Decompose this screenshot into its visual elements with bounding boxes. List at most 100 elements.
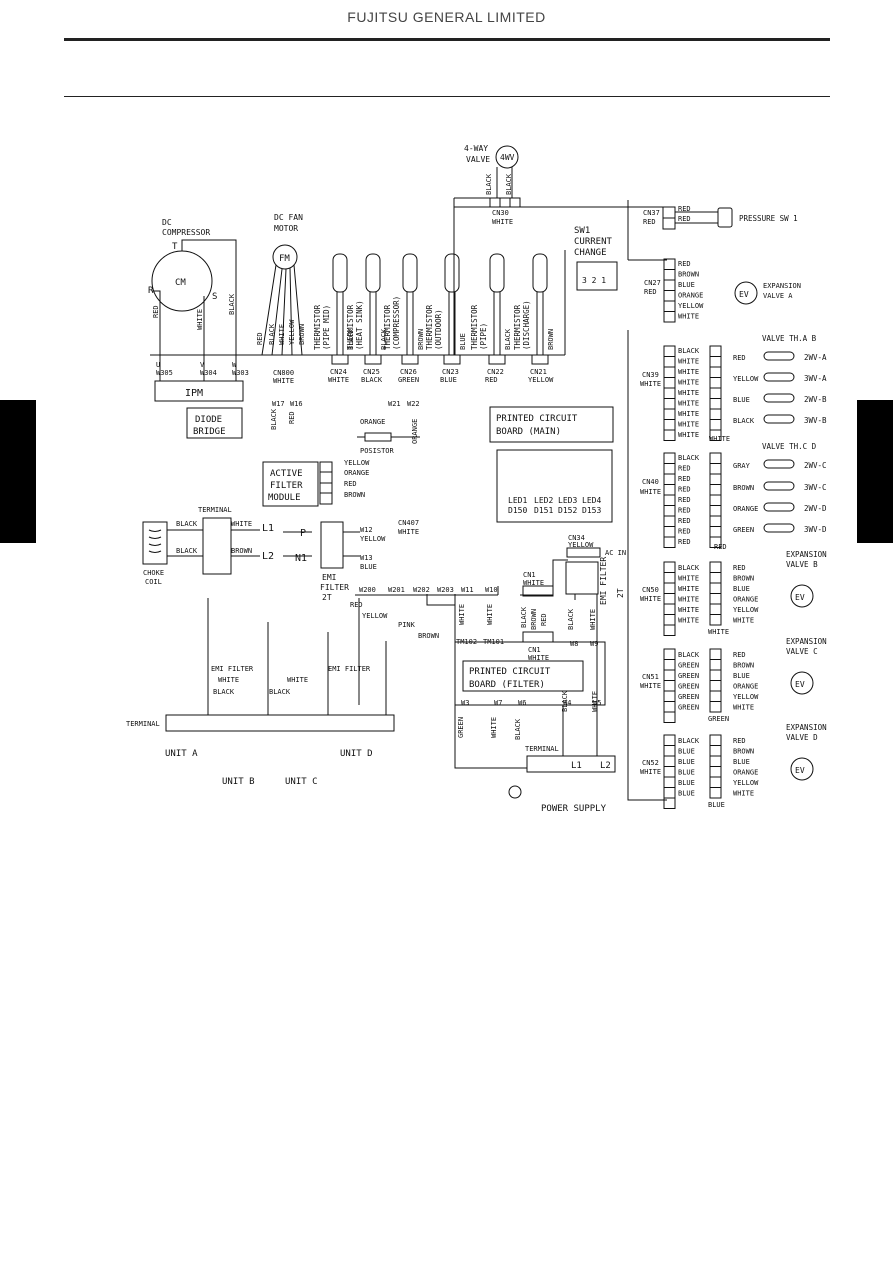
label-yellow: YELLOW: [528, 376, 554, 384]
label-white: WHITE: [640, 488, 661, 496]
label-s: S: [212, 292, 217, 302]
label-emi_filter: EMI FILTER: [211, 665, 254, 673]
label-white: WHITE: [218, 676, 239, 684]
label-blue: BLUE: [678, 758, 695, 766]
4way-valve-symbol: [495, 145, 519, 169]
label-white: WHITE: [678, 596, 699, 604]
label-blue: BLUE: [360, 563, 377, 571]
label-white: WHITE: [678, 431, 699, 439]
thermistor-lead: [406, 292, 414, 355]
label-white: WHITE: [678, 421, 699, 429]
thermistor-connector: [443, 354, 461, 365]
label-l1: L1: [571, 761, 582, 771]
label-w6: W6: [518, 699, 526, 707]
label-w8: W8: [570, 640, 578, 648]
label-green: GREEN: [678, 672, 699, 680]
label-unit_d: UNIT D: [340, 749, 373, 759]
label-valve_c: VALVE C: [786, 647, 818, 656]
label-red: RED: [678, 465, 691, 473]
label-brown: BROWN: [547, 329, 555, 350]
cn40-block: [663, 452, 676, 548]
label-thermistor: THERMISTOR: [470, 304, 479, 350]
cn39-block-b: [709, 345, 722, 441]
label-w12: W12: [360, 526, 373, 534]
label-current: CURRENT: [574, 237, 613, 247]
label-black: BLACK: [361, 376, 383, 384]
thermistor-3-symbol: [402, 253, 418, 293]
label-ipm: IPM: [185, 388, 203, 399]
label-unit_c: UNIT C: [285, 777, 318, 787]
label-yellow: YELLOW: [362, 612, 388, 620]
label-red: RED: [678, 475, 691, 483]
label-active: ACTIVE: [270, 469, 303, 479]
label-wv4: 4WV: [500, 153, 515, 162]
cn51-block: [663, 648, 676, 723]
thermistor-connector: [364, 354, 382, 365]
label-w200: W200: [359, 586, 376, 594]
label-pink: PINK: [398, 621, 416, 629]
label-ac_in: AC IN: [605, 549, 626, 557]
label-black: BLACK: [269, 688, 291, 696]
label-cn25: CN25: [363, 368, 380, 376]
power-terminal: [526, 755, 616, 773]
label-yellow: YELLOW: [568, 541, 594, 549]
label-l2: L2: [600, 761, 611, 771]
label-green: GREEN: [457, 717, 465, 738]
choke-coil-symbol: [142, 521, 168, 565]
label-red: RED: [256, 332, 264, 345]
label-black: BLACK: [176, 520, 198, 528]
label-green: GREEN: [678, 683, 699, 691]
terminal-strip: [165, 714, 395, 732]
label-w11: W11: [461, 586, 474, 594]
label-white: WHITE: [678, 400, 699, 408]
label-coil: COIL: [145, 578, 162, 586]
label-expansion: EXPANSION: [786, 723, 827, 732]
label-cn34: CN34: [568, 534, 585, 542]
label-w5: W5: [593, 699, 601, 707]
label-black: BLACK: [504, 328, 512, 350]
label-black: BLACK: [733, 417, 755, 425]
label-white: WHITE: [709, 435, 730, 443]
posistor-symbol: [364, 432, 392, 442]
diode-bridge-box: [186, 407, 243, 439]
label-w: W: [232, 361, 237, 369]
label-brown: BROWN: [678, 271, 699, 279]
label-white: WHITE: [398, 528, 419, 536]
label-discharge: (DISCHARGE): [522, 300, 531, 350]
valve-coil: [763, 459, 795, 469]
label-l2: L2: [262, 551, 274, 562]
label-green: GREEN: [678, 662, 699, 670]
label-cm: CM: [175, 278, 186, 288]
company-header: FUJITSU GENERAL LIMITED: [347, 9, 546, 25]
label-white: WHITE: [708, 628, 729, 636]
label-red: RED: [678, 496, 691, 504]
label-brown: BROWN: [231, 547, 252, 555]
label-white: WHITE: [733, 617, 754, 625]
label-orange: ORANGE: [678, 292, 703, 300]
label-cn1: CN1: [528, 646, 541, 654]
label-green: GREEN: [398, 376, 419, 384]
label-p: P: [300, 528, 306, 539]
label-bridge: BRIDGE: [193, 427, 226, 437]
label-dc: DC: [162, 218, 172, 227]
thermistor-1-symbol: [332, 253, 348, 293]
label-black: BLACK: [213, 688, 235, 696]
label-blue: BLUE: [733, 672, 750, 680]
label-yellow: YELLOW: [733, 693, 759, 701]
label-terminal: TERMINAL: [198, 506, 232, 514]
label-choke: CHOKE: [143, 569, 164, 577]
label-black: BLACK: [485, 173, 493, 195]
label-unit_b: UNIT B: [222, 777, 255, 787]
label-n1: N1: [295, 553, 307, 564]
label-black: BLACK: [268, 323, 276, 345]
label-white: WHITE: [678, 358, 699, 366]
label-black: BLACK: [380, 328, 388, 350]
label-outdoor: (OUTDOOR): [434, 309, 443, 350]
label-emi_filter: EMI FILTER: [599, 557, 608, 605]
label-black: BLACK: [678, 737, 700, 745]
label-brown: BROWN: [298, 324, 306, 345]
label-orange: ORANGE: [733, 505, 758, 513]
label-yellow: YELLOW: [360, 535, 386, 543]
label-pcb_filter2: BOARD (FILTER): [469, 680, 545, 690]
label-blue: BLUE: [708, 801, 725, 809]
